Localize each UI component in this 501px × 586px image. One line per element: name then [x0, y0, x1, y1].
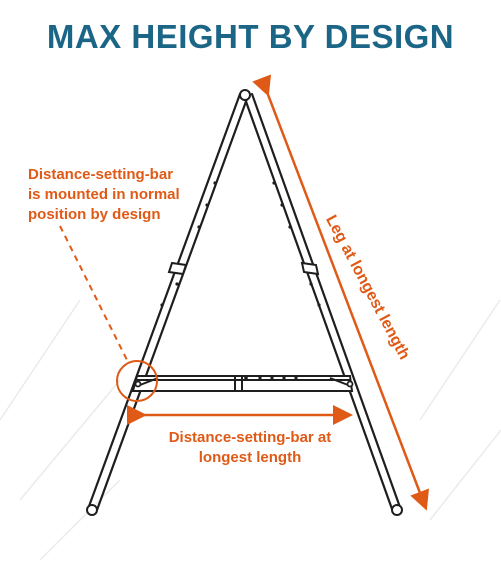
- leg-joint-left: [167, 261, 188, 276]
- left-leg: [86, 92, 250, 512]
- callout-line: Distance-setting-bar: [28, 166, 174, 183]
- bar-pin-right: [346, 380, 354, 388]
- top-hinge: [239, 89, 251, 101]
- callout-line: position by design: [28, 206, 161, 223]
- page-title: MAX HEIGHT BY DESIGN: [46, 18, 455, 55]
- right-foot: [391, 504, 403, 516]
- background-decoration: [0, 299, 501, 561]
- bar-length-line: longest length: [198, 449, 302, 466]
- callout-circle: [116, 360, 158, 402]
- distance-setting-bar: [131, 375, 354, 392]
- left-foot: [86, 504, 98, 516]
- bar-length-label: Distance-setting-bar at longest length: [150, 428, 350, 468]
- leg-joint-right: [300, 261, 320, 276]
- callout-label: Distance-setting-bar is mounted in norma…: [28, 165, 180, 225]
- callout-line: is mounted in normal: [28, 186, 180, 203]
- leg-length-arrow: [252, 74, 429, 511]
- callout-dashed-line: [59, 225, 129, 363]
- bar-length-line: Distance-setting-bar at: [168, 429, 332, 446]
- bar-pin-left: [134, 380, 142, 388]
